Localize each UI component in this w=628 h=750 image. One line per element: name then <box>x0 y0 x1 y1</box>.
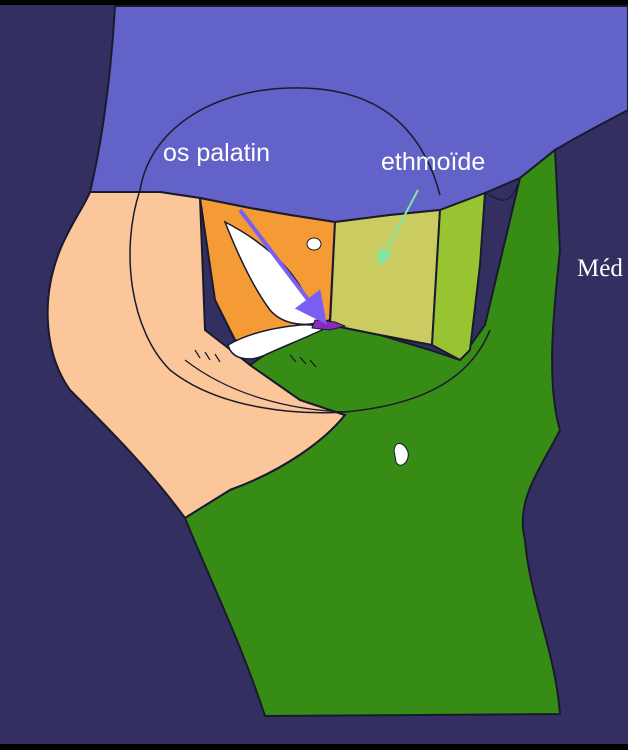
outline-arc-upper <box>139 87 441 196</box>
bottom-frame-border <box>0 744 628 750</box>
top-frame-border <box>0 0 628 5</box>
label-ethmoide: ethmoïde <box>381 148 486 176</box>
white-bone-shape-lower <box>227 324 324 360</box>
khaki-region <box>328 208 442 347</box>
green-arrow <box>378 189 419 266</box>
label-side: Méd <box>577 255 623 282</box>
white-spot-lower <box>393 443 409 466</box>
outline-arc-lower <box>129 189 491 414</box>
label-palatin: os palatin <box>163 139 271 167</box>
purple-arrow <box>238 208 327 325</box>
white-spot <box>306 237 322 251</box>
outline-hatch <box>194 349 317 368</box>
outline-line-right <box>484 177 521 201</box>
green-region <box>183 147 562 718</box>
outline-arc-inner <box>184 359 346 413</box>
